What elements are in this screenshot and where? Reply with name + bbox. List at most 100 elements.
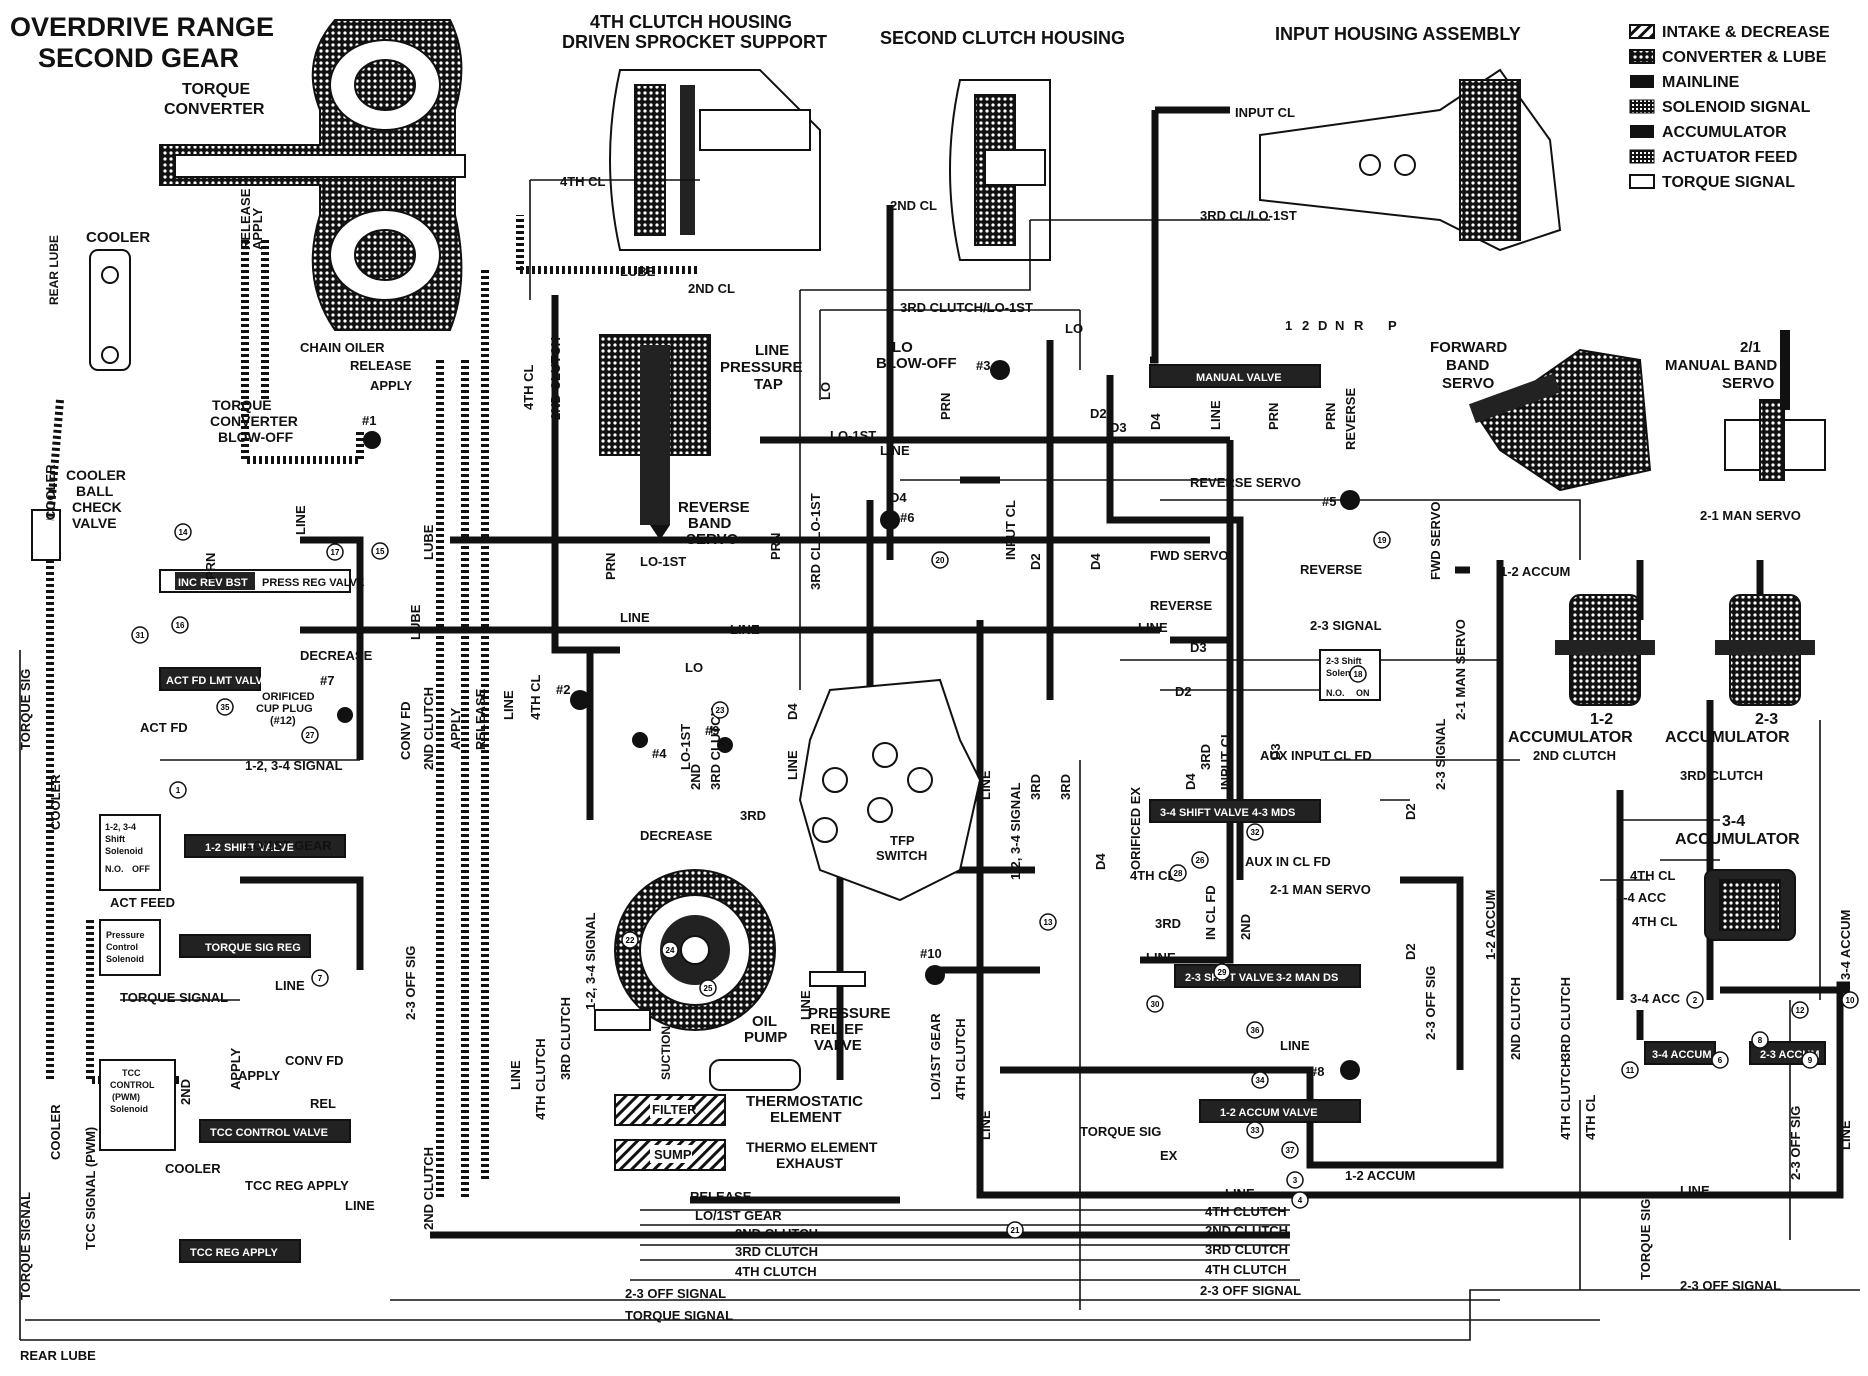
svg-text:LO: LO: [1065, 321, 1083, 336]
svg-text:TCC REG APPLY: TCC REG APPLY: [190, 1247, 278, 1259]
svg-text:LO: LO: [818, 382, 833, 400]
svg-text:CONV FD: CONV FD: [285, 1053, 344, 1068]
tfp-label: TFP: [890, 833, 915, 848]
cup-plug-label-2: CUP PLUG: [256, 703, 313, 715]
svg-text:3RD: 3RD: [740, 808, 766, 823]
svg-text:3RD: 3RD: [1058, 774, 1073, 800]
svg-text:LINE: LINE: [1208, 400, 1223, 430]
svg-text:INPUT CL: INPUT CL: [1003, 500, 1018, 560]
svg-text:#3: #3: [976, 358, 990, 373]
valve-tcc-control[interactable]: TCC CONTROL VALVE: [199, 1119, 351, 1143]
svg-text:18: 18: [1354, 670, 1363, 679]
orifice-marker: 4: [1291, 1191, 1309, 1209]
valve-pressure-regulator[interactable]: INC REV BST PRESS REG VALVE: [159, 569, 364, 593]
orifice-marker: 37: [1281, 1141, 1299, 1159]
svg-text:CHAIN OILER: CHAIN OILER: [300, 340, 385, 355]
orifice-marker: 17: [326, 543, 344, 561]
acc34-label-2: ACCUMULATOR: [1675, 831, 1800, 848]
svg-text:PRN: PRN: [938, 393, 953, 420]
svg-text:4TH CL: 4TH CL: [1130, 868, 1176, 883]
svg-text:D4: D4: [1148, 413, 1163, 430]
legend-item: MAINLINE: [1630, 74, 1740, 91]
svg-text:4TH CLUTCH: 4TH CLUTCH: [735, 1264, 817, 1279]
orifice-marker: 2: [1686, 991, 1704, 1009]
svg-text:3RD CLUTCH/LO-1ST: 3RD CLUTCH/LO-1ST: [900, 300, 1033, 315]
valve-3-4-accum[interactable]: 3-4 ACCUM: [1644, 1041, 1716, 1065]
legend-item: TORQUE SIGNAL: [1629, 174, 1795, 191]
svg-text:CONVERTER & LUBE: CONVERTER & LUBE: [1662, 49, 1827, 66]
checkball: [337, 707, 353, 723]
svg-text:REVERSE SERVO: REVERSE SERVO: [1190, 475, 1301, 490]
svg-text:INTAKE & DECREASE: INTAKE & DECREASE: [1662, 24, 1830, 41]
svg-text:4TH CLUTCH: 4TH CLUTCH: [1205, 1204, 1287, 1219]
valve-1-2-shift[interactable]: 1-2 SHIFT VALVE: [184, 834, 346, 858]
valve-torque-signal-regulator[interactable]: TORQUE SIG REG: [179, 934, 311, 958]
valve-act-fd-limit[interactable]: ACT FD LMT VALVE: [159, 667, 270, 691]
svg-text:21: 21: [1011, 1226, 1020, 1235]
manual-valve[interactable]: MANUAL VALVE: [1149, 364, 1321, 388]
svg-text:2-3 SHIFT VALVE: 2-3 SHIFT VALVE: [1185, 972, 1274, 984]
reverse-servo-label-2: BAND: [688, 515, 731, 532]
orifice-marker: 3: [1286, 1171, 1304, 1189]
svg-text:D4: D4: [785, 703, 800, 720]
svg-text:LINE: LINE: [978, 770, 993, 800]
svg-text:REVERSE: REVERSE: [1150, 598, 1212, 613]
accumulator-3-4: [1704, 869, 1796, 941]
svg-text:2ND CL: 2ND CL: [890, 198, 937, 213]
svg-text:TCC CONTROL VALVE: TCC CONTROL VALVE: [210, 1127, 328, 1139]
svg-text:TCC: TCC: [122, 1068, 141, 1078]
svg-text:Solenoid: Solenoid: [106, 954, 144, 964]
svg-text:LINE: LINE: [501, 690, 516, 720]
orifice-marker: 25: [699, 979, 717, 997]
svg-text:RELEASE: RELEASE: [238, 188, 253, 250]
svg-text:#8: #8: [1310, 1064, 1324, 1079]
svg-text:LO/1ST GEAR: LO/1ST GEAR: [928, 1013, 943, 1100]
svg-text:35: 35: [221, 703, 230, 712]
svg-text:1-2 ACCUM VALVE: 1-2 ACCUM VALVE: [1220, 1107, 1318, 1119]
svg-text:30: 30: [1151, 1000, 1160, 1009]
svg-text:LO-1ST: LO-1ST: [678, 724, 693, 770]
manual-servo-label-3: SERVO: [1722, 375, 1775, 392]
svg-text:2ND CLUTCH: 2ND CLUTCH: [548, 337, 563, 420]
orifice-marker: 15: [371, 542, 389, 560]
valve-3-4-shift[interactable]: 3-4 SHIFT VALVE 4-3 MDS: [1149, 799, 1321, 823]
solenoid-1-2-3-4-shift: 1-2, 3-4 Shift Solenoid N.O. OFF: [99, 814, 161, 891]
svg-text:LO/1ST GEAR: LO/1ST GEAR: [695, 1208, 782, 1223]
svg-text:20: 20: [936, 556, 945, 565]
valve-1-2-accumulator[interactable]: 1-2 ACCUM VALVE: [1199, 1099, 1361, 1123]
manual-band-servo: [1724, 330, 1826, 481]
svg-text:3RD CLUTCH: 3RD CLUTCH: [1680, 768, 1763, 783]
svg-text:2-3 SIGNAL: 2-3 SIGNAL: [1310, 618, 1382, 633]
svg-text:(PWM): (PWM): [112, 1092, 140, 1102]
cup-plug-label: ORIFICED: [262, 691, 315, 703]
svg-text:33: 33: [1251, 1126, 1260, 1135]
orifice-marker: 32: [1246, 823, 1264, 841]
valve-2-3-shift[interactable]: 2-3 SHIFT VALVE 3-2 MAN DS: [1174, 964, 1361, 988]
svg-text:37: 37: [1286, 1146, 1295, 1155]
svg-text:D2: D2: [1403, 803, 1418, 820]
svg-text:ACT FD: ACT FD: [140, 720, 188, 735]
suction-label: SUCTION: [659, 1026, 673, 1080]
valve-tcc-regulator-apply[interactable]: TCC REG APPLY: [179, 1239, 301, 1263]
svg-text:3RD CLUTCH: 3RD CLUTCH: [1558, 977, 1573, 1060]
svg-text:APPLY: APPLY: [238, 1068, 280, 1083]
svg-text:OFF: OFF: [132, 864, 150, 874]
svg-text:FWD SERVO: FWD SERVO: [1150, 548, 1229, 563]
svg-text:10: 10: [1846, 996, 1855, 1005]
svg-text:19: 19: [1378, 536, 1387, 545]
svg-text:2ND CLUTCH: 2ND CLUTCH: [421, 687, 436, 770]
svg-text:ACT FD LMT VALVE: ACT FD LMT VALVE: [166, 675, 270, 687]
svg-text:REVERSE: REVERSE: [1343, 388, 1358, 450]
orifice-marker: 35: [216, 698, 234, 716]
svg-text:11: 11: [1626, 1066, 1635, 1075]
svg-text:CONTROL: CONTROL: [110, 1080, 155, 1090]
svg-text:2-3 OFF SIGNAL: 2-3 OFF SIGNAL: [1680, 1278, 1781, 1293]
svg-text:3-4 ACCUM: 3-4 ACCUM: [1652, 1049, 1712, 1061]
svg-text:D4: D4: [890, 490, 907, 505]
svg-text:ACT FEED: ACT FEED: [110, 895, 175, 910]
svg-text:13: 13: [1044, 918, 1053, 927]
cooler-ball-label: COOLER: [66, 467, 126, 483]
svg-text:3-4 ACCUM: 3-4 ACCUM: [1838, 910, 1853, 980]
checkball: [570, 690, 590, 710]
svg-text:2-3 OFF SIGNAL: 2-3 OFF SIGNAL: [1200, 1283, 1301, 1298]
